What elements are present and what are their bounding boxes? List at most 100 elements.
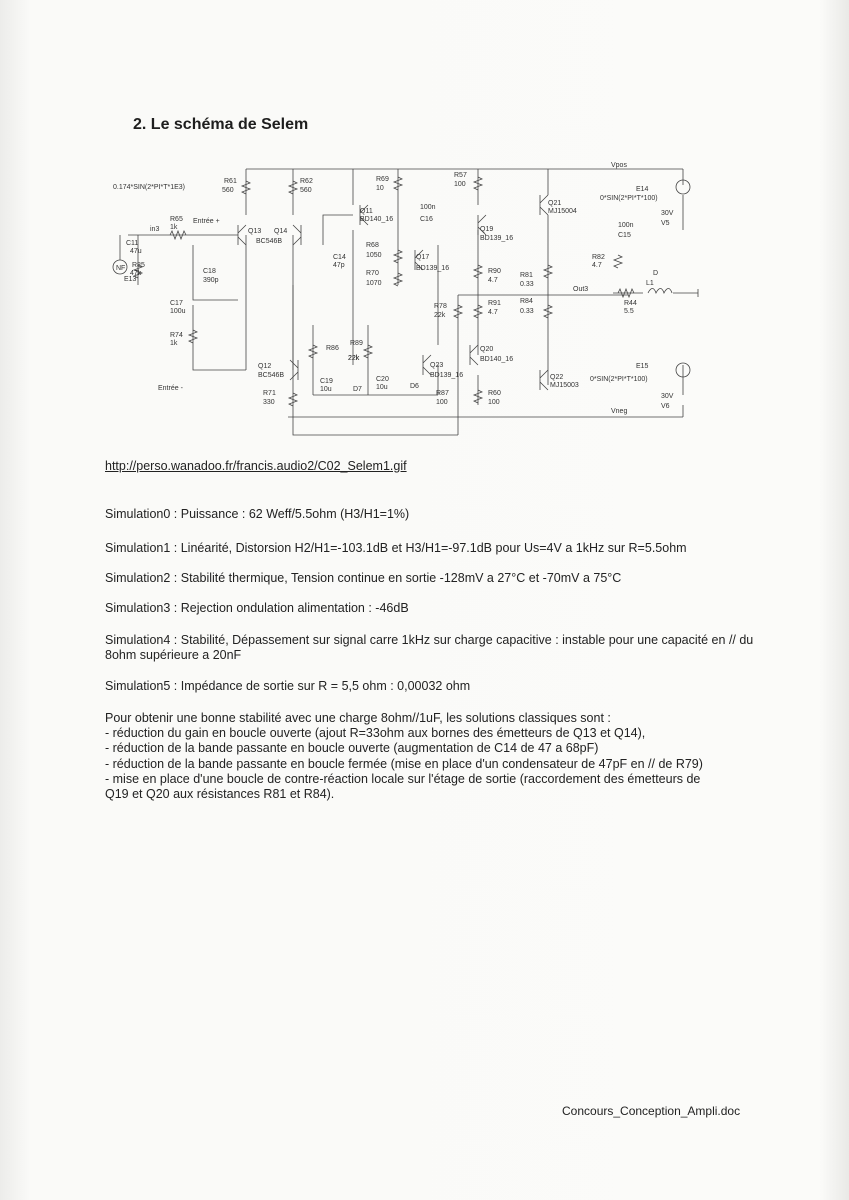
component-label: C20 [376,376,389,383]
component-label: R57 [454,172,467,179]
simulation-0: Simulation0 : Puissance : 62 Weff/5.5ohm… [105,507,410,521]
component-labels: R61560R62560R6910R57100E1430VV5R651kC114… [124,172,674,410]
component-label: R91 [488,300,501,307]
schematic-labels: Vpos Vneg Out3 0.174*SIN(2*PI*T*1E3) 0*S… [113,162,658,415]
component-label: C16 [420,216,433,223]
component-label: R70 [366,270,379,277]
component-label: 30V [661,393,674,400]
component-label: BD139_16 [416,265,449,272]
component-label: 1k [170,340,178,347]
component-label: D [653,270,658,277]
component-label: 47k [130,270,142,277]
component-label: R44 [624,300,637,307]
component-label: Q20 [480,346,493,353]
component-label: 4.7 [592,262,602,269]
component-label: 1070 [366,280,382,287]
component-label: MJ15004 [548,208,577,215]
component-label: MJ15003 [550,382,579,389]
simulation-2: Simulation2 : Stabilité thermique, Tensi… [105,571,622,585]
component-label: 0.33 [520,308,534,315]
component-label: 1k [170,224,178,231]
component-label: 22k [434,312,446,319]
component-label: Q17 [416,254,429,261]
component-label: BD140_16 [360,216,393,223]
component-label: R86 [326,345,339,352]
component-label: 4.7 [488,277,498,284]
vpos-label: Vpos [611,162,627,169]
component-label: 560 [300,187,312,194]
component-label: C14 [333,254,346,261]
component-label: 560 [222,187,234,194]
component-label: 30V [661,210,674,217]
component-label: 1050 [366,252,382,259]
amplifier-schematic: Vpos Vneg Out3 0.174*SIN(2*PI*T*1E3) 0*S… [112,162,699,436]
component-label: E13 [124,276,137,283]
component-label: V6 [661,403,670,410]
component-label: 4.7 [488,309,498,316]
component-label: R71 [263,390,276,397]
section-heading: 2. Le schéma de Selem [133,116,309,133]
component-label: Q13 [248,228,261,235]
component-label: R90 [488,268,501,275]
simulation-5: Simulation5 : Impédance de sortie sur R … [105,679,471,693]
out-label: Out3 [573,286,588,293]
schematic-transistors [237,194,549,391]
paragraph-line-3: - réduction de la bande passante en bouc… [105,756,703,771]
schematic-sources [112,179,699,378]
component-label: D7 [353,386,362,393]
component-label: 10 [376,185,384,192]
document-filename: Concours_Conception_Ampli.doc [562,1104,741,1118]
component-label: C17 [170,300,183,307]
component-label: BC546B [258,372,284,379]
component-label: R62 [300,178,313,185]
component-label: Q12 [258,363,271,370]
component-label: 330 [263,399,275,406]
entree-minus-label: Entrée - [158,385,184,392]
e15-source-label: 0*SIN(2*PI*T*100) [590,376,648,383]
component-label: 100 [488,399,500,406]
component-label: BD139_16 [480,235,513,242]
component-label: 100n [420,204,436,211]
component-label: R68 [366,242,379,249]
component-label: BD140_16 [480,356,513,363]
component-label: Q14 [274,228,287,235]
paragraph-line-4: - mise en place d'une boucle de contre-r… [105,771,701,786]
component-label: 100n [618,222,634,229]
component-label: R78 [434,303,447,310]
component-label: 100 [454,181,466,188]
component-label: BC546B [256,238,282,245]
component-label: 22k [348,355,360,362]
component-label: Q19 [480,226,493,233]
component-label: R61 [224,178,237,185]
component-label: Q23 [430,362,443,369]
component-label: R74 [170,332,183,339]
component-label: 47p [333,262,345,269]
nf-label: NF [116,265,125,272]
component-label: E15 [636,363,649,370]
component-label: BD139_16 [430,372,463,379]
component-label: E14 [636,186,649,193]
component-label: 47u [130,248,142,255]
simulation-1: Simulation1 : Linéarité, Distorsion H2/H… [105,541,687,555]
component-label: C19 [320,378,333,385]
entree-plus-label: Entrée + [193,218,220,225]
component-label: Q22 [550,374,563,381]
component-label: V5 [661,220,670,227]
component-label: R81 [520,272,533,279]
stability-paragraph: Pour obtenir une bonne stabilité avec un… [105,711,765,802]
component-label: 0.33 [520,281,534,288]
component-label: 22k [348,355,360,362]
component-label: D6 [410,383,419,390]
component-label: R69 [376,176,389,183]
source-link[interactable]: http://perso.wanadoo.fr/francis.audio2/C… [105,459,407,473]
component-label: C15 [618,232,631,239]
component-label: R65 [170,216,183,223]
vneg-label: Vneg [611,408,627,415]
component-label: 390p [203,277,219,284]
component-label: R89 [350,340,363,347]
component-label: R85 [132,262,145,269]
schematic-wires [119,168,684,436]
component-label: 100 [436,399,448,406]
paragraph-line-0: Pour obtenir une bonne stabilité avec un… [105,711,611,725]
